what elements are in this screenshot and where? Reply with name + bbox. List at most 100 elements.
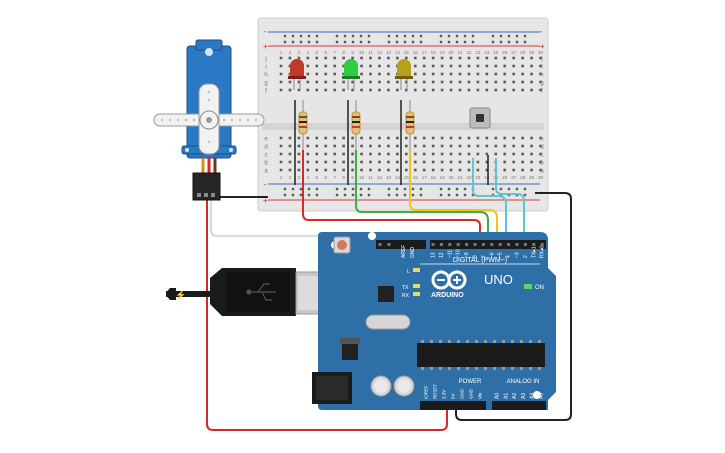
digital-pin-label: 8 — [473, 255, 479, 258]
column-number-bottom: 10 — [359, 175, 365, 180]
column-number-top: 7 — [333, 50, 336, 55]
row-letter-left: f — [265, 89, 267, 95]
resistor-3[interactable] — [405, 100, 415, 150]
l-led-label: L — [407, 269, 410, 275]
power-label: POWER — [459, 379, 482, 385]
led-yellow-body — [397, 59, 411, 78]
digital-pin-label: AREF — [401, 245, 407, 258]
digital-pin-label: ~11 — [447, 250, 453, 258]
row-letter-left: h — [264, 73, 267, 79]
wire-yellow-led — [409, 150, 498, 240]
column-number-bottom: 29 — [529, 175, 535, 180]
column-number-bottom: 30 — [538, 175, 544, 180]
column-number-bottom: 22 — [466, 175, 472, 180]
rail-plus-label-bottom: + — [263, 196, 268, 205]
column-number-top: 20 — [449, 50, 455, 55]
resistor-2[interactable] — [351, 100, 361, 150]
column-number-bottom: 23 — [475, 175, 481, 180]
digital-pin-label: 7 — [481, 255, 487, 258]
rx-led-label: RX — [402, 293, 410, 299]
column-number-top: 19 — [440, 50, 446, 55]
power-pin-label: 5V — [451, 393, 456, 399]
column-number-top: 11 — [368, 50, 373, 55]
column-number-top: 15 — [404, 50, 410, 55]
column-number-bottom: 12 — [377, 175, 383, 180]
row-letter-left: e — [264, 137, 268, 143]
wire-ground-loop — [455, 192, 572, 421]
lightning-icon: ⚡ — [175, 289, 186, 301]
resistor-1[interactable] — [298, 100, 308, 150]
column-number-top: 3 — [298, 50, 301, 55]
column-number-top: 1 — [280, 50, 283, 55]
digital-pin-label: TX▸1 — [531, 246, 537, 258]
wire-green-led — [355, 150, 489, 240]
column-number-bottom: 7 — [333, 175, 336, 180]
row-letter-right: h — [540, 73, 543, 79]
column-number-top: 28 — [520, 50, 526, 55]
row-letter-right: i — [541, 65, 542, 71]
column-number-bottom: 26 — [502, 175, 508, 180]
column-number-bottom: 6 — [324, 175, 327, 180]
row-letter-right: c — [541, 153, 544, 159]
column-number-top: 12 — [377, 50, 383, 55]
analog-pin-label: A2 — [512, 393, 518, 399]
row-letter-right: f — [541, 89, 543, 95]
power-pin-label: Vin — [478, 392, 483, 399]
usb-cable[interactable]: ⚡ — [166, 268, 333, 316]
analog-pin-label: A5 — [539, 393, 545, 399]
column-number-bottom: 28 — [520, 175, 526, 180]
digital-pin-label: ~5 — [498, 252, 504, 258]
column-number-top: 13 — [386, 50, 392, 55]
model-label: UNO — [484, 272, 513, 287]
arduino-logo — [431, 270, 467, 290]
wire-servo-power — [206, 198, 448, 431]
column-number-top: 5 — [316, 50, 319, 55]
column-number-bottom: 17 — [422, 175, 428, 180]
power-pin-label: RESET — [433, 384, 438, 399]
wire-red-led — [302, 150, 481, 240]
column-number-top: 25 — [493, 50, 499, 55]
column-number-top: 17 — [422, 50, 428, 55]
column-number-bottom: 2 — [289, 175, 292, 180]
column-number-bottom: 1 — [280, 175, 283, 180]
power-pin-label: GND — [469, 388, 474, 399]
column-number-top: 10 — [359, 50, 365, 55]
row-letter-left: c — [265, 153, 268, 159]
column-number-top: 29 — [529, 50, 535, 55]
column-number-top: 26 — [502, 50, 508, 55]
led-yellow[interactable] — [395, 59, 413, 90]
column-number-bottom: 20 — [449, 175, 455, 180]
column-number-bottom: 19 — [440, 175, 446, 180]
column-number-top: 23 — [475, 50, 481, 55]
servo-motor[interactable] — [153, 39, 265, 201]
column-number-top: 2 — [289, 50, 292, 55]
column-number-bottom: 4 — [307, 175, 310, 180]
column-number-top: 16 — [413, 50, 419, 55]
digital-pin-label: 2 — [523, 255, 529, 258]
column-number-top: 30 — [538, 50, 544, 55]
digital-pin-label: 12 — [439, 252, 445, 258]
digital-pin-label: ~10 — [456, 249, 462, 258]
column-number-bottom: 8 — [342, 175, 345, 180]
column-number-bottom: 18 — [431, 175, 437, 180]
brand-label: ARDUINO — [431, 292, 464, 299]
digital-pin-label: 4 — [506, 255, 512, 258]
column-number-top: 8 — [342, 50, 345, 55]
push-button[interactable] — [469, 107, 491, 129]
led-green[interactable] — [342, 59, 360, 90]
column-number-bottom: 24 — [484, 175, 490, 180]
power-pin-label: 3.3V — [442, 390, 447, 399]
row-letter-right: a — [540, 169, 544, 175]
led-green-body — [344, 59, 358, 78]
column-number-top: 6 — [324, 50, 327, 55]
analog-label: ANALOG IN — [507, 379, 540, 385]
breadboard-column-numbers: 1122334455667788991010111112121313141415… — [280, 50, 544, 180]
column-number-bottom: 13 — [386, 175, 392, 180]
row-letter-right: e — [540, 137, 544, 143]
led-red[interactable] — [288, 59, 306, 90]
row-letter-right: j — [540, 57, 542, 63]
analog-pin-label: A1 — [503, 393, 509, 399]
column-number-bottom: 27 — [511, 175, 517, 180]
